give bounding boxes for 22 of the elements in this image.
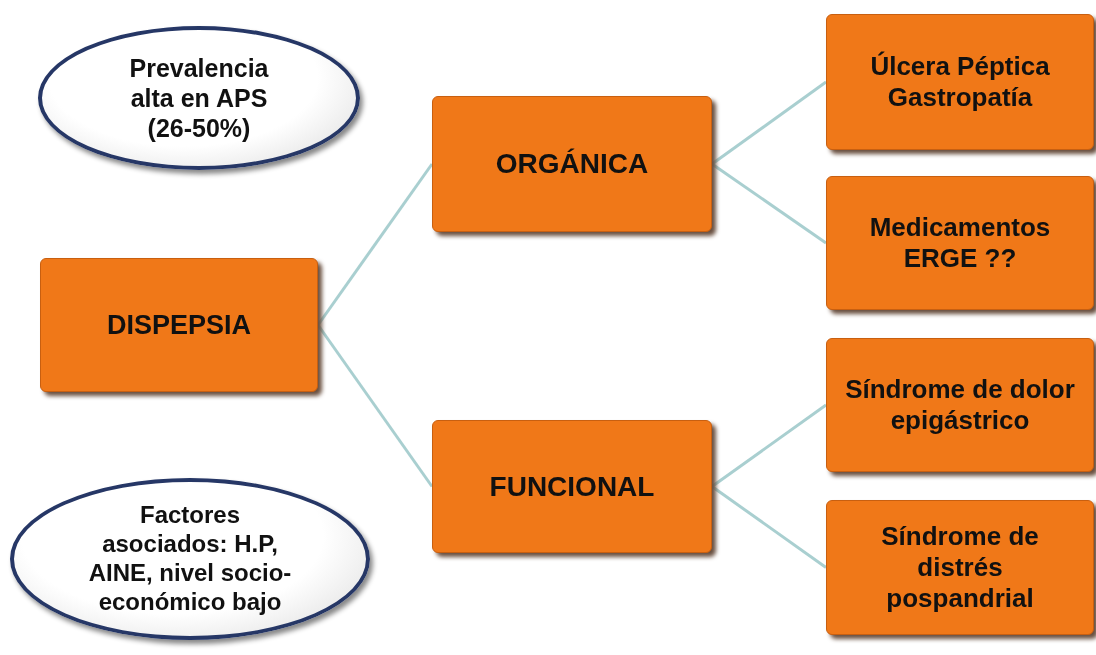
connector-line — [711, 403, 827, 488]
connector-line — [711, 485, 827, 569]
category-box — [826, 176, 1094, 310]
node-label: ORGÁNICA — [495, 147, 649, 181]
node-label: Medicamentos ERGE ?? — [868, 211, 1052, 275]
node-label: Factores asociados: H.P, AINE, nivel socio-económico bajo — [87, 501, 293, 617]
category-box — [826, 500, 1094, 635]
node-label: Úlcera Péptica Gastropatía — [870, 50, 1050, 114]
node-label: DISPEPSIA — [106, 308, 251, 342]
category-box — [826, 338, 1094, 472]
connector-line — [316, 324, 434, 488]
node-label: FUNCIONAL — [489, 469, 655, 504]
category-box — [432, 420, 712, 553]
category-box — [432, 96, 712, 232]
connector-line — [316, 163, 434, 326]
connector-line — [711, 162, 827, 245]
node-label: Síndrome de distrés pospandrial — [880, 520, 1040, 615]
node-label: Síndrome de dolor epigástrico — [844, 373, 1076, 437]
category-box — [826, 14, 1094, 150]
connector-line — [711, 80, 827, 166]
category-box — [40, 258, 318, 392]
node-label: Prevalencia alta en APS (26-50%) — [128, 53, 270, 143]
